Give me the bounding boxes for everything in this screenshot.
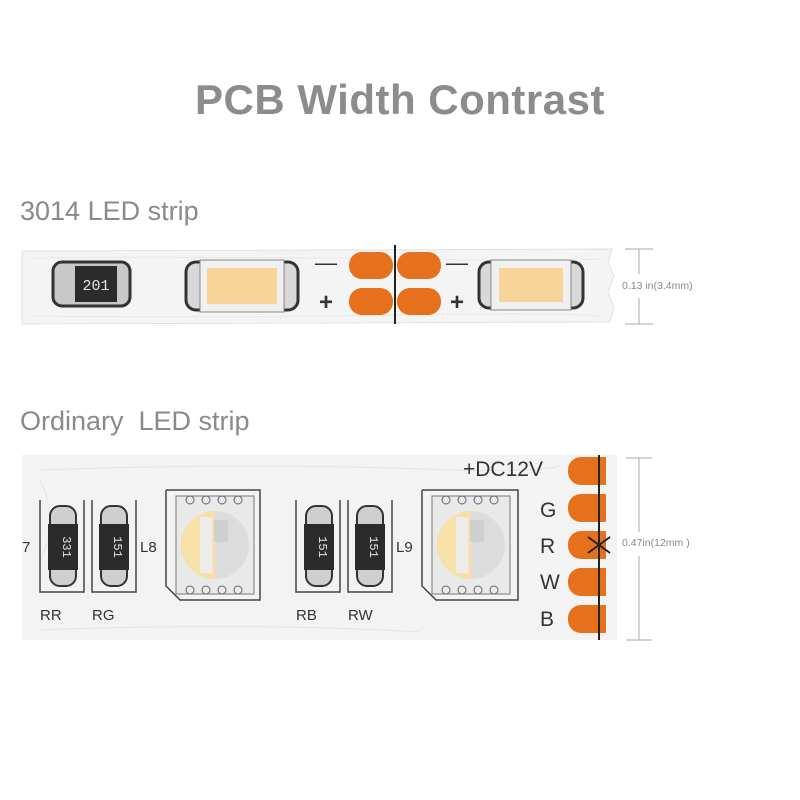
resistor-rr: 331: [48, 505, 78, 587]
led-strip-ordinary: 331 151 151 151 7 RR: [22, 455, 652, 641]
label-rg: RG: [92, 607, 115, 624]
pin-label-b: B: [540, 608, 554, 631]
resistor-code: 151: [366, 536, 380, 558]
pad-plus-left: +: [319, 289, 333, 316]
pin-pads: [568, 455, 617, 640]
pin-label-r: R: [540, 535, 555, 558]
led-3014-right: [477, 259, 585, 311]
resistor-code: 151: [110, 536, 124, 558]
section-label-3014: 3014 LED strip: [20, 196, 199, 226]
page-title: PCB Width Contrast: [195, 76, 605, 123]
label-l9: L9: [396, 539, 413, 556]
resistor-code: 201: [82, 278, 109, 295]
led-5050-l9: [431, 495, 511, 595]
pad-plus-right: +: [450, 289, 464, 316]
label-rb: RB: [296, 607, 317, 624]
edge-label: 7: [22, 539, 30, 556]
resistor-rb: 151: [304, 505, 334, 587]
label-rr: RR: [40, 607, 62, 624]
width-label-3014: 0.13 in(3.4mm): [622, 280, 693, 292]
label-l8: L8: [140, 539, 157, 556]
led-3014-left: [184, 259, 300, 313]
width-indicator-3014: [625, 248, 653, 325]
solder-pads: [349, 245, 441, 324]
section-label-ordinary: Ordinary LED strip: [20, 406, 250, 436]
pin-label-g: G: [540, 499, 556, 522]
pad-minus-right: —: [446, 250, 468, 275]
resistor-rg: 151: [99, 505, 129, 587]
pin-label-dc12v: +DC12V: [463, 458, 543, 481]
resistor-201: 201: [51, 260, 132, 308]
resistor-code: 151: [315, 536, 329, 558]
width-indicator-ordinary: [626, 457, 652, 641]
silkscreen-outlines: [39, 489, 519, 601]
width-label-ordinary: 0.47in(12mm ): [622, 537, 690, 549]
label-rw: RW: [348, 607, 374, 624]
pin-label-w: W: [540, 571, 560, 594]
led-5050-l8: [175, 495, 255, 595]
resistor-rw: 151: [355, 505, 385, 587]
resistor-code: 331: [59, 536, 73, 558]
led-strip-3014: 201 — + — +: [21, 245, 653, 325]
pad-minus-left: —: [315, 250, 337, 275]
